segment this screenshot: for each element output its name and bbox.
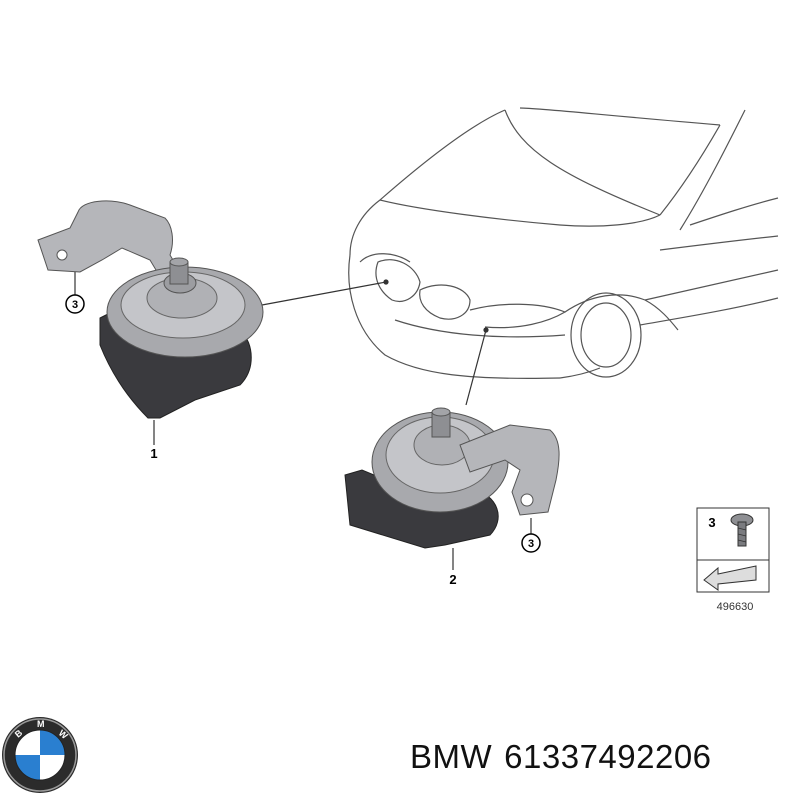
horn-part-2	[344, 407, 560, 549]
callout-3-left-label: 3	[72, 299, 78, 311]
car-outline	[348, 107, 779, 380]
brand-name: BMW	[410, 738, 493, 775]
callout-3-left: 3	[65, 294, 85, 314]
reference-number: 496630	[717, 601, 754, 613]
callout-3-right: 3	[521, 533, 541, 553]
horn-part-1	[37, 200, 264, 419]
part-number: 61337492206	[504, 738, 712, 775]
legend-number: 3	[708, 515, 715, 530]
part-caption: BMW 61337492206	[410, 738, 790, 776]
bmw-logo-icon: B M W	[2, 717, 78, 793]
svg-text:M: M	[37, 719, 45, 729]
screw-icon	[730, 513, 754, 547]
callout-3-right-label: 3	[528, 538, 534, 550]
callout-1: 1	[150, 446, 157, 461]
legend-box: 3 496630	[696, 507, 770, 613]
leader-lines	[74, 268, 532, 570]
svg-text:B: B	[13, 727, 25, 739]
callout-2: 2	[449, 572, 456, 587]
arrow-icon	[703, 565, 757, 591]
